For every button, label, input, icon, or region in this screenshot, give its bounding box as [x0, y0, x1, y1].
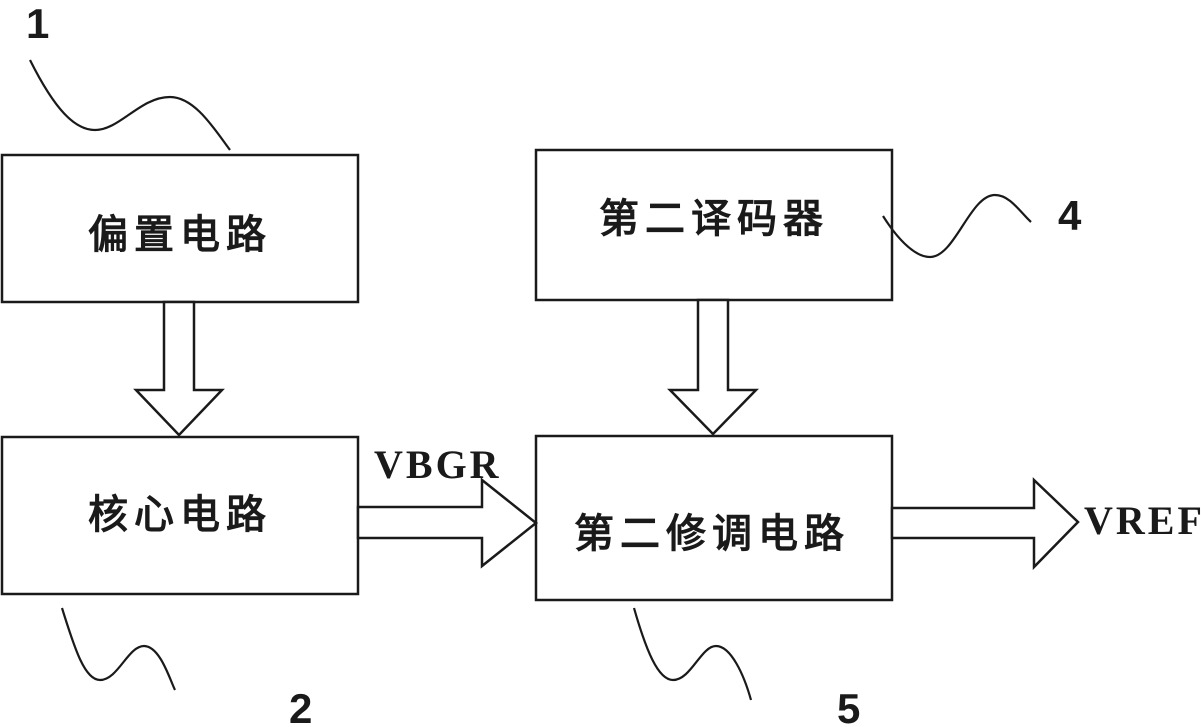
- arrow-trim-to-output: [890, 477, 1080, 571]
- arrow-decoder-to-trim: [667, 298, 759, 436]
- block-core-circuit-label: 核心电路: [88, 491, 272, 538]
- block-second-decoder-frame: [534, 148, 894, 302]
- block-second-trim-circuit: 第二修调电路: [534, 434, 894, 602]
- block-second-decoder: 第二译码器: [534, 148, 894, 302]
- ref-number-1: 1: [26, 0, 49, 47]
- block-second-trim-circuit-frame: [534, 434, 894, 602]
- block-bias-circuit-label: 偏置电路: [88, 211, 272, 258]
- block-core-circuit: 核心电路: [0, 435, 360, 596]
- block-core-circuit-frame: [0, 435, 360, 596]
- leader-line-1: [29, 59, 231, 151]
- block-second-trim-circuit-label: 第二修调电路: [574, 510, 850, 557]
- ref-number-5: 5: [837, 685, 860, 727]
- signal-label-vbgr: VBGR: [374, 442, 502, 487]
- ref-number-2: 2: [289, 685, 312, 727]
- arrow-bias-to-core: [133, 300, 225, 437]
- block-second-decoder-label: 第二译码器: [599, 195, 829, 242]
- leader-line-4: [882, 193, 1032, 259]
- ref-number-4: 4: [1058, 192, 1082, 239]
- block-bias-circuit: 偏置电路: [0, 153, 360, 304]
- leader-line-2: [60, 607, 176, 691]
- signal-label-vref: VREF: [1084, 498, 1201, 543]
- leader-line-5: [632, 607, 753, 701]
- block-bias-circuit-frame: [0, 153, 360, 304]
- arrow-core-to-trim: [356, 477, 539, 569]
